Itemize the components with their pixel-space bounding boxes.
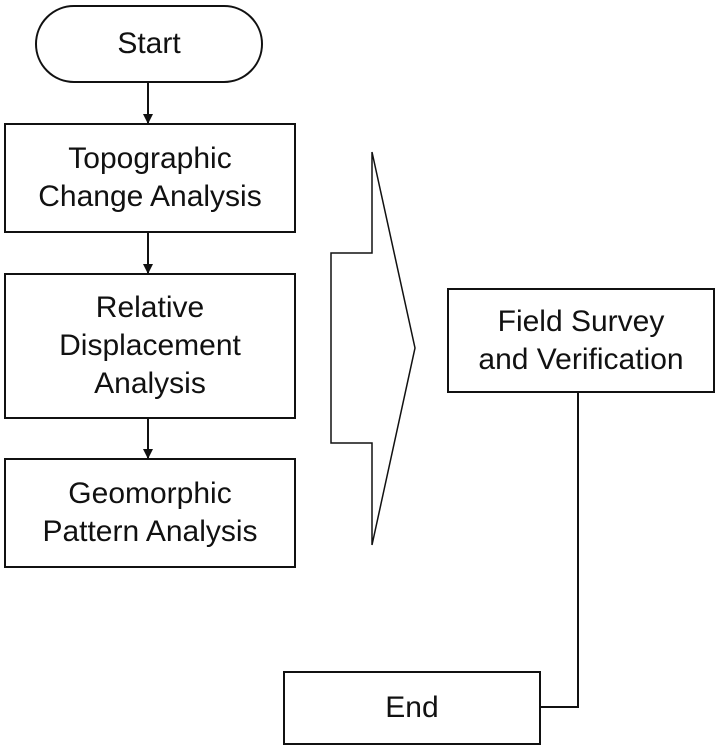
start-label-text: Start [117, 27, 181, 60]
relative-box [4, 273, 296, 419]
topographic-box [4, 123, 296, 233]
geomorphic-label: Geomorphic Pattern Analysis [5, 459, 295, 567]
relative-line-3: Analysis [94, 367, 206, 400]
geomorphic-box [4, 458, 296, 568]
topographic-line-2: Change Analysis [38, 180, 262, 213]
relative-label: Relative Displacement Analysis [5, 274, 295, 418]
end-label: End [284, 672, 540, 744]
geomorphic-line-1: Geomorphic [68, 477, 232, 510]
topographic-line-1: Topographic [68, 142, 232, 175]
end-box [283, 671, 541, 745]
field-survey-label: Field Survey and Verification [448, 289, 714, 392]
block-arrow [330, 151, 416, 546]
relative-line-1: Relative [95, 291, 205, 324]
end-label-text: End [385, 691, 439, 724]
connector-field-to-end [541, 392, 579, 708]
field-survey-line-2: and Verification [478, 342, 684, 376]
start-label: Start [36, 6, 262, 82]
topographic-label: Topographic Change Analysis [5, 124, 295, 232]
relative-line-2: Displacement [59, 329, 241, 362]
geomorphic-line-2: Pattern Analysis [42, 515, 258, 548]
field-survey-box [447, 288, 715, 393]
field-survey-line-1: Field Survey [497, 304, 665, 338]
